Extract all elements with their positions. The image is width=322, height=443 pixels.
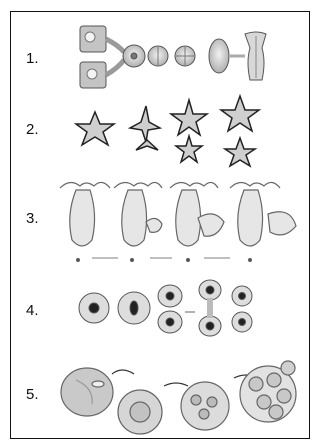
spore-formation-icon (61, 361, 296, 434)
fertilization-sequence-icon (80, 26, 266, 88)
hydra-budding-icon (60, 182, 296, 261)
starfish-regeneration-icon (76, 96, 259, 166)
cell-division-icon (79, 280, 252, 336)
